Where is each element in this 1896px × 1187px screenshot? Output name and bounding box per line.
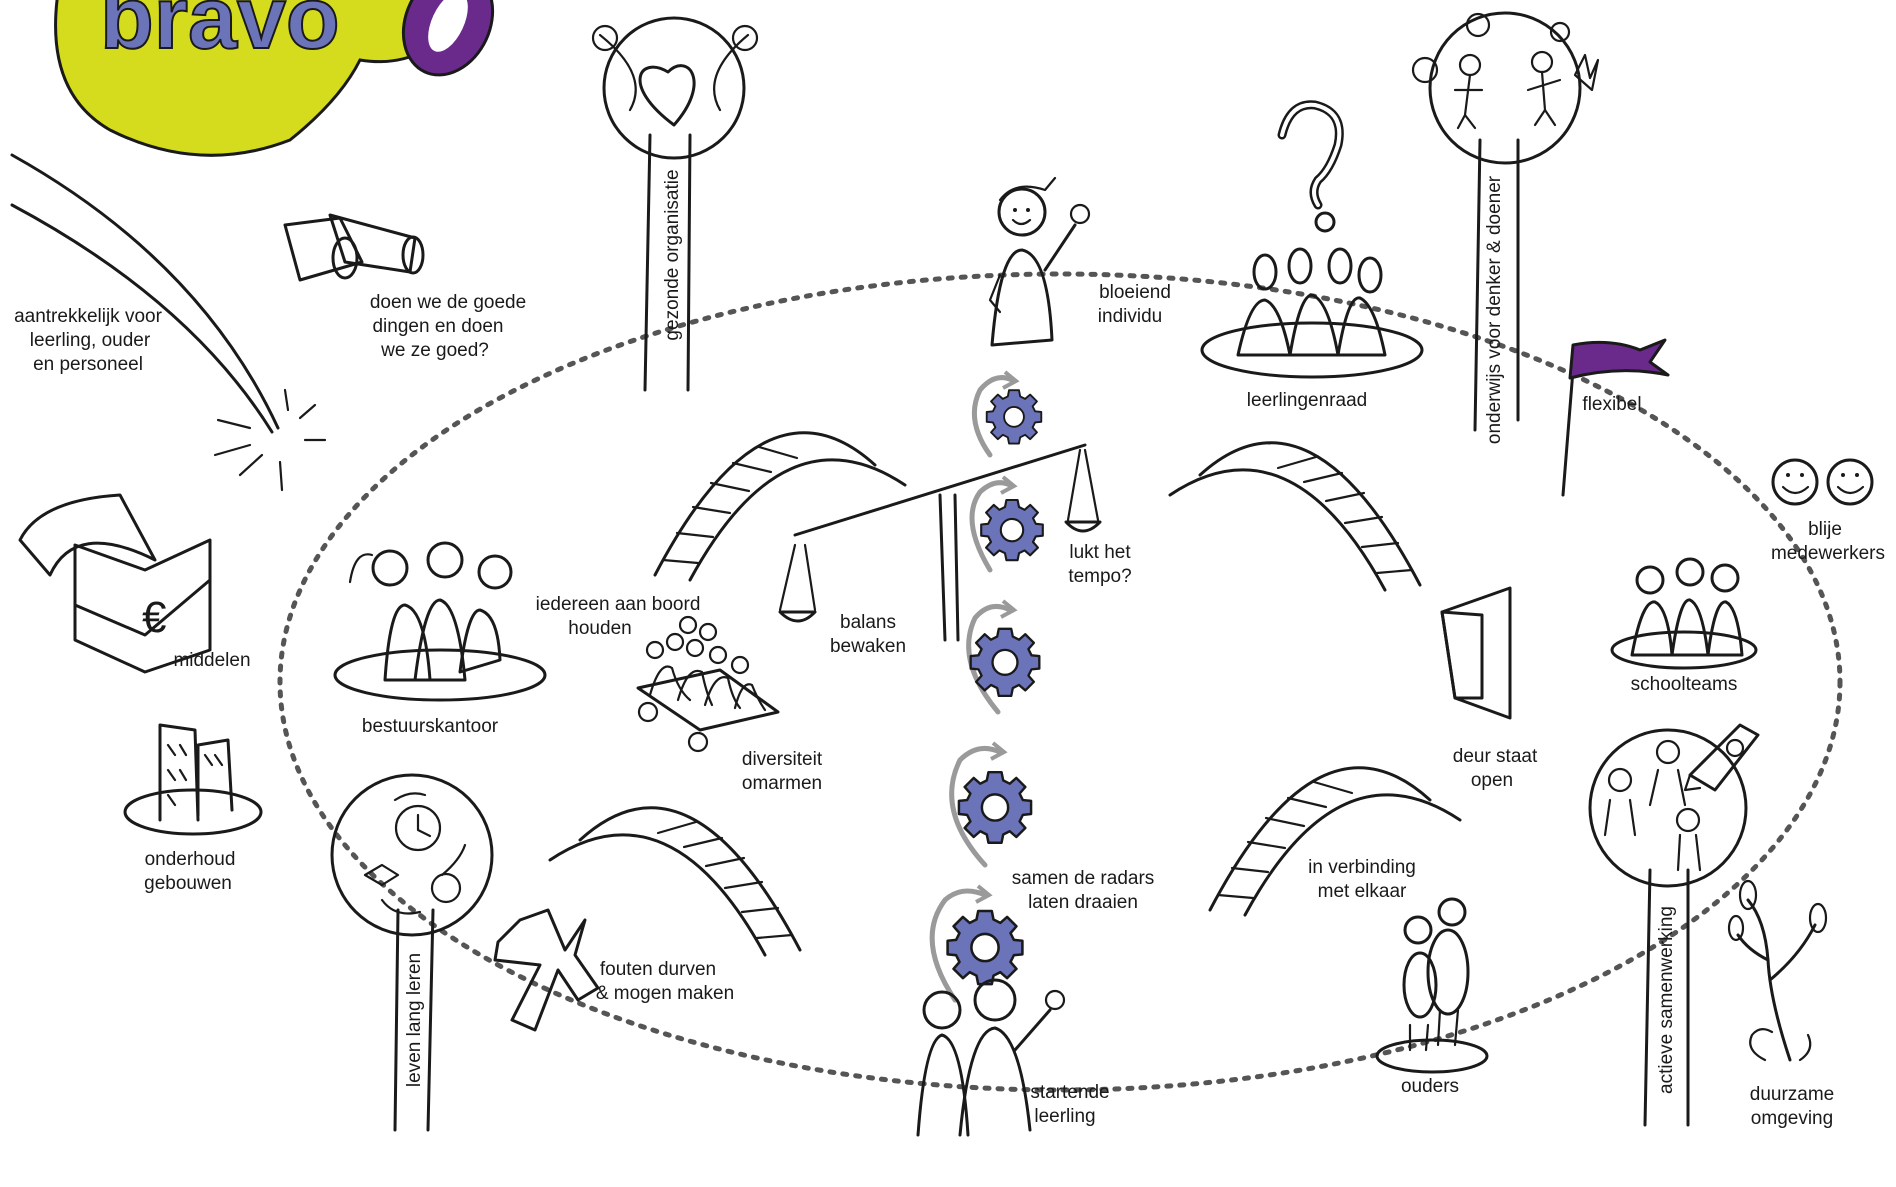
label-radars-1: samen de radars: [1012, 868, 1155, 889]
question-mark-icon: [1277, 100, 1344, 233]
label-goede-3: we ze goed?: [380, 340, 489, 361]
gear-icon-2: [969, 475, 1044, 573]
label-deur-1: deur staat: [1453, 746, 1538, 767]
label-bestuurskantoor: bestuurskantoor: [362, 716, 499, 737]
label-middelen: middelen: [173, 650, 250, 671]
gear-icon-4: [949, 741, 1033, 868]
label-diversiteit-1: diversiteit: [742, 749, 823, 770]
label-aantrekkelijk-2: leerling, ouder: [30, 330, 151, 351]
rocket-tree-icon: [1588, 723, 1760, 1127]
label-flexibel: flexibel: [1582, 394, 1641, 415]
label-bloeiend-1: bloeiend: [1099, 282, 1171, 303]
label-actieve: actieve samenwerking: [1656, 906, 1677, 1094]
door-icon: [1440, 586, 1512, 720]
plant-icon: [1727, 879, 1828, 1062]
gear-icon-1: [971, 370, 1043, 458]
dotted-ellipse: [277, 271, 1843, 1093]
flag-icon: [1561, 338, 1670, 497]
label-leerlingenraad: leerlingenraad: [1247, 390, 1367, 411]
label-lukt-1: lukt het: [1069, 542, 1131, 563]
logo-text: bravo: [100, 0, 340, 67]
label-duurzame-1: duurzame: [1750, 1084, 1835, 1105]
label-startende-1: startende: [1030, 1082, 1109, 1103]
heart-tree-icon: [591, 16, 759, 392]
clock-gear-cap-tree-icon: [330, 773, 494, 1132]
bridge-icon-2: [1168, 441, 1422, 592]
label-startende-2: leerling: [1034, 1106, 1095, 1127]
label-balans-1: balans: [840, 612, 896, 633]
label-verbinding-2: met elkaar: [1318, 881, 1407, 902]
thinking-people-tree-icon: [1411, 11, 1600, 432]
label-ouders: ouders: [1401, 1076, 1459, 1097]
gear-icon-3: [966, 599, 1041, 715]
buildings-icon: [123, 723, 263, 836]
label-goede-1: doen we de goede: [370, 292, 526, 313]
telescope-icon: [283, 213, 425, 282]
label-blije-1: blije: [1808, 519, 1842, 540]
label-goede-2: dingen en doen: [372, 316, 503, 337]
label-aantrekkelijk-1: aantrekkelijk voor: [14, 306, 163, 327]
leerlingenraad-icon: [1200, 247, 1424, 379]
label-schoolteams: schoolteams: [1631, 674, 1738, 695]
label-iedereen-2: houden: [568, 618, 631, 639]
scale-icon: [778, 443, 1102, 642]
raft-icon: [636, 615, 780, 753]
bravo-logo: bravo: [54, 0, 495, 157]
label-gezonde-organisatie: gezonde organisatie: [662, 169, 683, 340]
label-onderhoud-2: gebouwen: [144, 873, 232, 894]
label-leven-lang: leven lang leren: [404, 953, 425, 1087]
bridge-icon-1: [653, 431, 907, 582]
label-fouten-1: fouten durven: [600, 959, 716, 980]
label-aantrekkelijk-3: en personeel: [33, 354, 143, 375]
label-lukt-2: tempo?: [1068, 566, 1131, 587]
label-balans-2: bewaken: [830, 636, 906, 657]
label-radars-2: laten draaien: [1028, 892, 1138, 913]
bridge-icon-3: [548, 806, 802, 957]
label-bloeiend-2: individu: [1098, 306, 1162, 327]
label-iedereen-1: iedereen aan boord: [536, 594, 701, 615]
label-denker-doener: onderwijs voor denker & doener: [1484, 175, 1505, 444]
label-diversiteit-2: omarmen: [742, 773, 822, 794]
label-onderhoud-1: onderhoud: [145, 849, 236, 870]
label-blije-2: medewerkers: [1771, 543, 1885, 564]
label-fouten-2: & mogen maken: [596, 983, 734, 1004]
gear-icon-5: [929, 884, 1024, 1003]
startende-leerling-icon: [916, 978, 1066, 1137]
bestuurskantoor-icon: [333, 541, 547, 702]
label-duurzame-2: omgeving: [1751, 1108, 1833, 1129]
ouders-icon: [1375, 897, 1489, 1074]
schoolteams-icon: [1610, 557, 1758, 670]
label-verbinding-1: in verbinding: [1308, 857, 1416, 878]
euro-sign: €: [142, 593, 166, 642]
shooting-star-icon: [10, 153, 327, 492]
treasure-chest-icon: €: [18, 493, 212, 674]
label-deur-2: open: [1471, 770, 1513, 791]
cross-icon: [493, 908, 600, 1032]
smiley-icon: [1771, 458, 1874, 506]
bloeiend-individu-icon: [988, 176, 1091, 347]
